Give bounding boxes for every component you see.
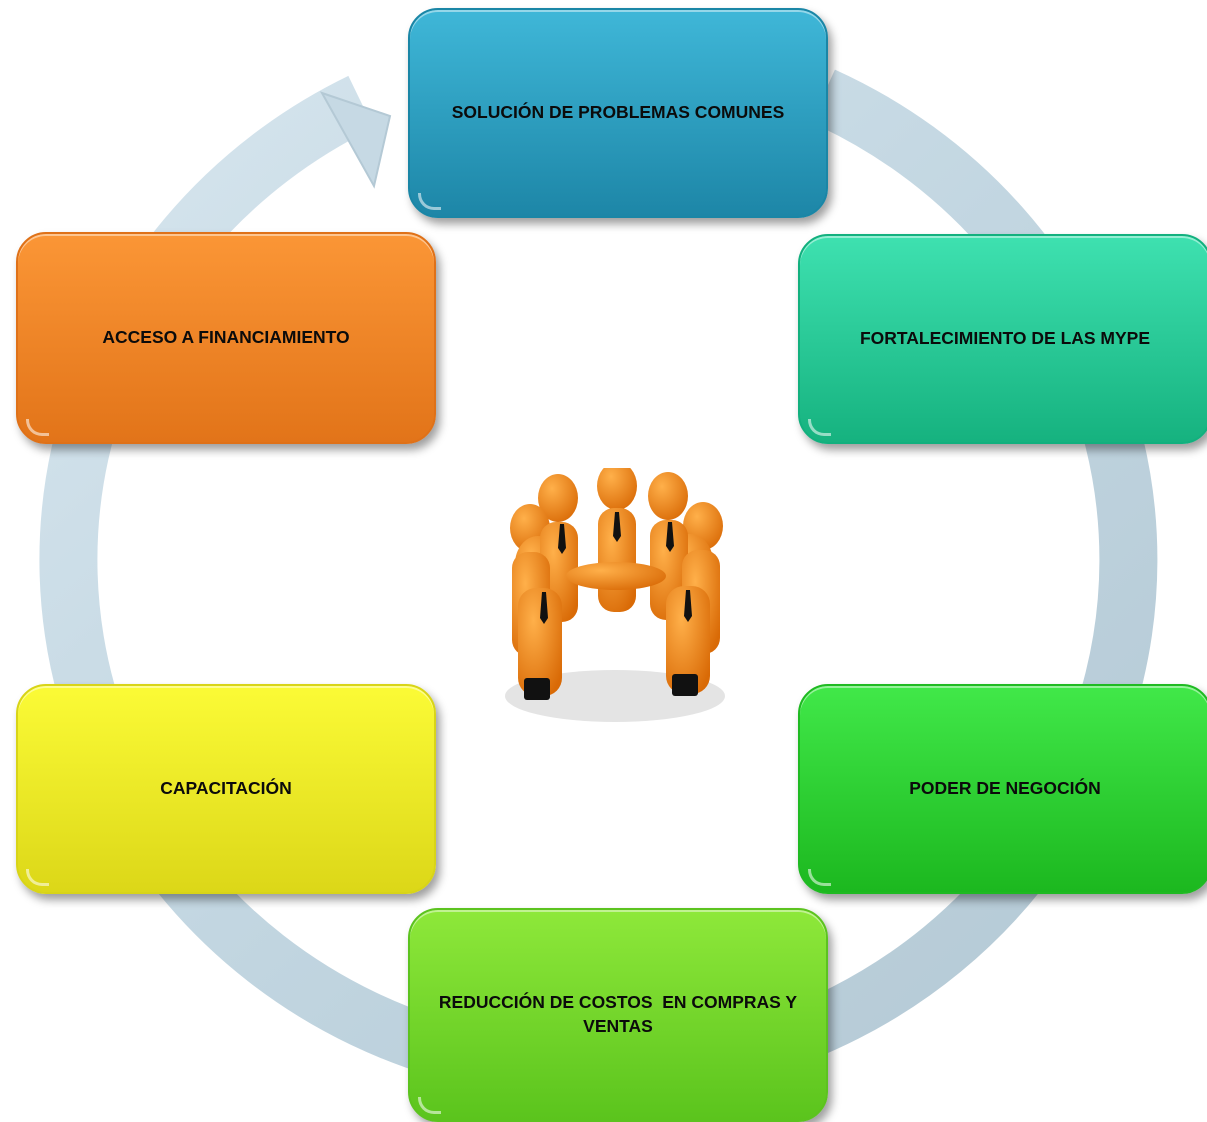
box-capacitacion: CAPACITACIÓN [16, 684, 436, 894]
box-label: FORTALECIMIENTO DE LAS MYPE [859, 328, 1151, 349]
box-reduccion-costos: REDUCCIÓN DE COSTOS EN COMPRAS Y VENTAS [408, 908, 828, 1122]
box-solucion-problemas: SOLUCIÓN DE PROBLEMAS COMUNES [408, 8, 828, 218]
box-label: PODER DE NEGOCIÓN [909, 778, 1101, 799]
box-label: REDUCCIÓN DE COSTOS EN COMPRAS Y VENTAS [438, 992, 802, 1036]
box-label: CAPACITACIÓN [160, 778, 292, 799]
teamwork-figures-icon [505, 468, 725, 722]
cycle-arrowhead [319, 91, 392, 189]
box-poder-negocion: PODER DE NEGOCIÓN [798, 684, 1207, 894]
box-fortalecimiento-mype: FORTALECIMIENTO DE LAS MYPE [798, 234, 1207, 444]
box-label: SOLUCIÓN DE PROBLEMAS COMUNES [451, 102, 785, 123]
box-label: ACCESO A FINANCIAMIENTO [102, 327, 350, 348]
box-acceso-financiamiento: ACCESO A FINANCIAMIENTO [16, 232, 436, 444]
